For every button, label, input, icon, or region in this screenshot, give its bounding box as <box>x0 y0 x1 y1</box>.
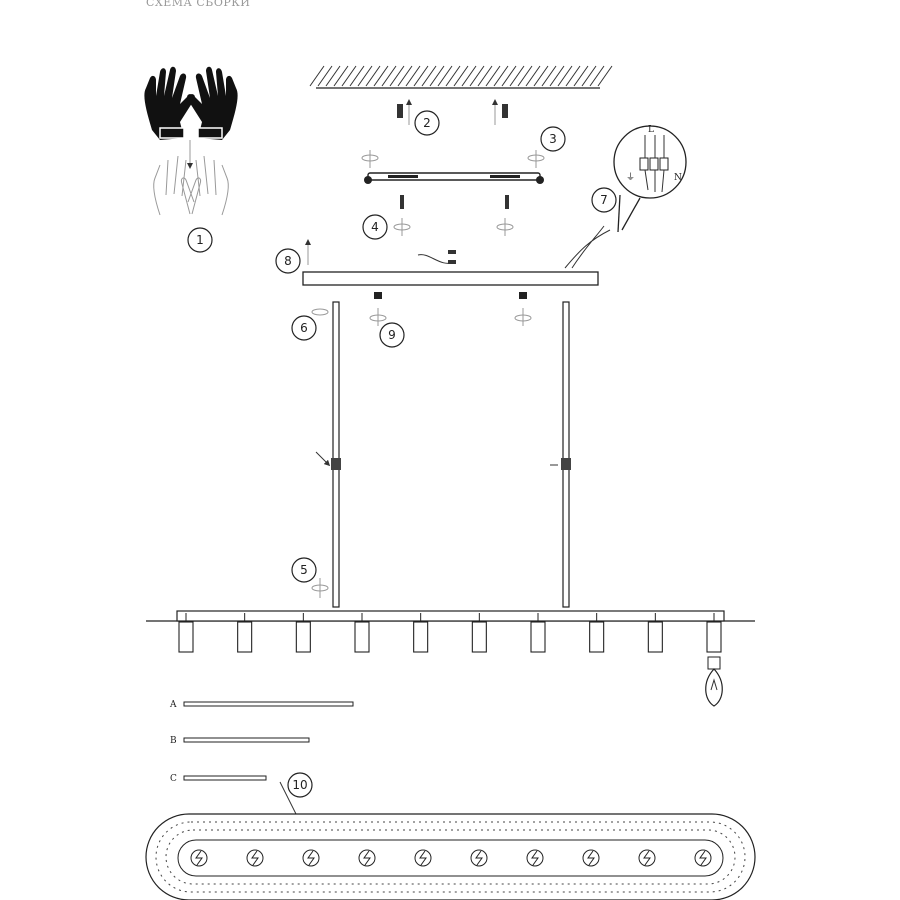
cap-nut-icon <box>369 292 532 326</box>
socket-icon <box>470 849 488 867</box>
shade <box>178 613 194 653</box>
step-number: 9 <box>388 328 396 342</box>
step-callout-1: 1 <box>187 227 213 253</box>
socket-icon <box>190 849 208 867</box>
socket-icon <box>638 849 656 867</box>
mounting-bracket <box>361 150 545 184</box>
step-callout-4: 4 <box>362 214 388 240</box>
shade <box>706 613 722 653</box>
svg-text:B: B <box>170 736 177 746</box>
step-number: 4 <box>371 220 379 234</box>
step-number: 6 <box>300 321 308 335</box>
suspension-rod-right <box>550 301 571 608</box>
step-number: 3 <box>549 132 557 146</box>
part-c: C <box>170 774 267 784</box>
part-a: A <box>169 700 354 710</box>
socket-icon <box>302 849 320 867</box>
step-callout-8: 8 <box>275 248 301 274</box>
phase-label: L <box>648 125 654 135</box>
step-callout-9: 9 <box>379 322 405 348</box>
shade <box>647 613 663 653</box>
step-number: 10 <box>292 778 307 792</box>
diagram-title: СХЕМА СБОРКИ <box>146 0 251 9</box>
part-b: B <box>170 736 310 746</box>
socket-icon <box>526 849 544 867</box>
shade <box>237 613 253 653</box>
step-number: 1 <box>196 233 204 247</box>
step-callout-5: 5 <box>291 557 317 583</box>
socket-row <box>190 849 712 867</box>
socket-icon <box>694 849 712 867</box>
shade <box>413 613 429 653</box>
step-callout-3: 3 <box>540 126 566 152</box>
step-number: 8 <box>284 254 292 268</box>
step-callout-7: 7 <box>591 187 617 213</box>
socket-icon <box>414 849 432 867</box>
light-bar <box>146 610 755 622</box>
wall-plug-icon <box>397 99 508 125</box>
shade <box>530 613 546 653</box>
socket-icon <box>358 849 376 867</box>
wiring-detail: L ⏚ N <box>564 125 687 269</box>
shade <box>354 613 370 653</box>
crystal-frame <box>145 813 756 900</box>
neutral-label: N <box>674 173 682 183</box>
step-number: 7 <box>600 193 608 207</box>
svg-text:C: C <box>170 774 177 784</box>
black-gloves-icon <box>144 66 238 140</box>
shade <box>589 613 605 653</box>
suspension-rod-left <box>311 301 341 608</box>
step-number: 5 <box>300 563 308 577</box>
earth-label: ⏚ <box>626 172 635 183</box>
screw-icon <box>393 195 514 236</box>
step-callout-2: 2 <box>414 110 440 136</box>
shade <box>471 613 487 653</box>
socket-icon <box>246 849 264 867</box>
rotate-icon <box>311 578 329 598</box>
ceiling-hatch <box>309 65 613 89</box>
shade-row <box>178 613 722 653</box>
step-callout-10: 10 <box>287 772 313 798</box>
step-number: 2 <box>423 116 431 130</box>
socket-icon <box>582 849 600 867</box>
canopy <box>302 239 599 286</box>
step-callout-6: 6 <box>291 315 317 341</box>
candle-bulb-icon <box>705 656 723 707</box>
bare-hands-icon <box>153 155 229 216</box>
svg-text:A: A <box>169 700 177 710</box>
shade <box>295 613 311 653</box>
